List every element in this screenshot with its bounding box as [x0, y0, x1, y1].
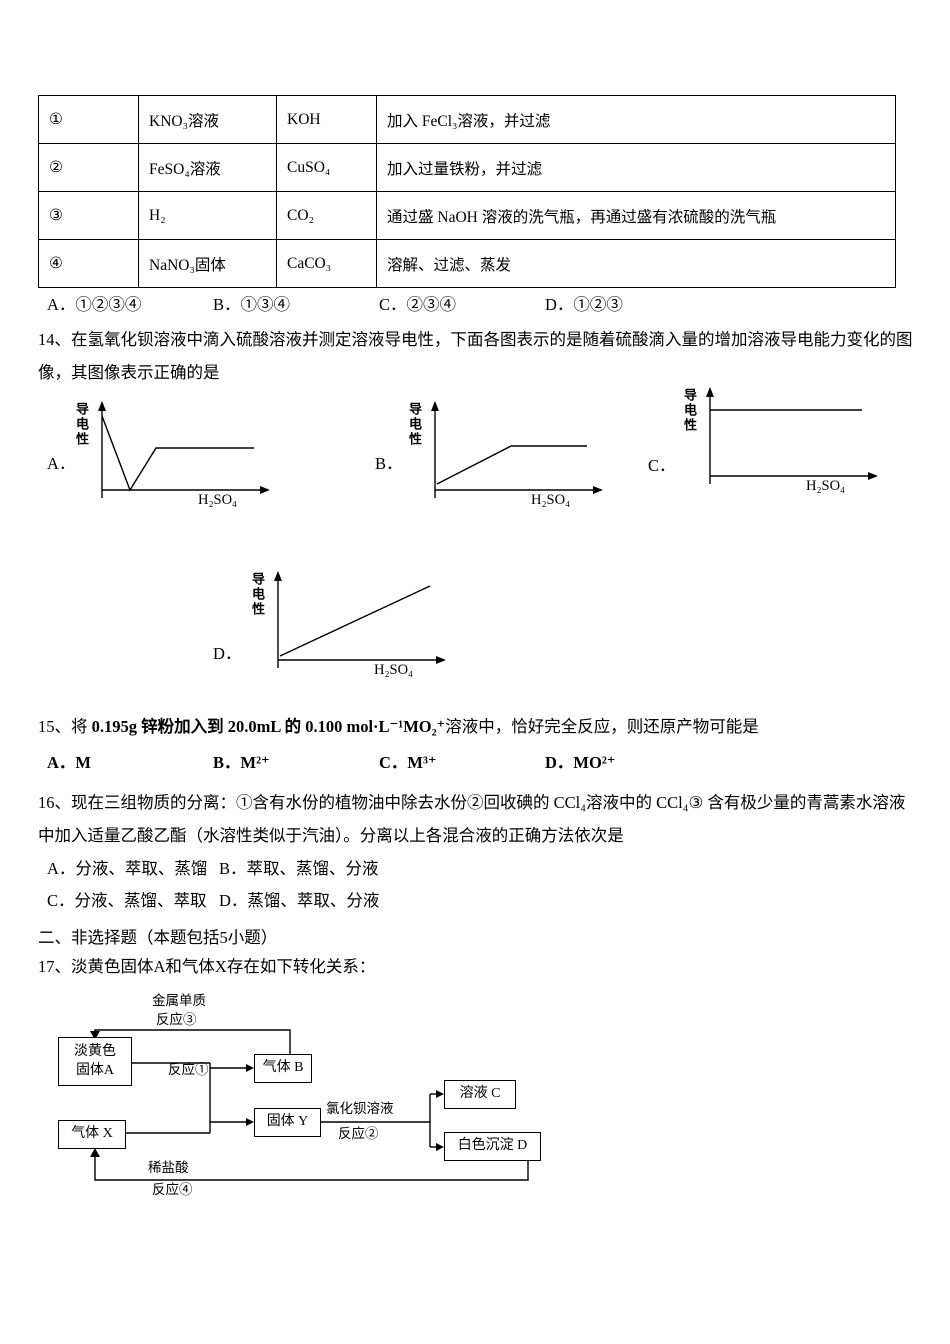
box-solution-c: 溶液 C	[444, 1080, 516, 1109]
cell-substance: FeSO₄溶液	[138, 143, 277, 192]
question-16-text: 16、现在三组物质的分离：①含有水份的植物油中除去水份②回收碘的 CCl₄溶液中…	[38, 793, 906, 845]
flowchart-lines	[90, 1029, 529, 1181]
box-gas-b: 气体 B	[254, 1054, 312, 1083]
graph-a-plot	[98, 401, 270, 498]
cell-method: 加入过量铁粉，并过滤	[376, 143, 896, 192]
cell-impurity: CuSO₄	[276, 143, 377, 192]
cell-number: ④	[38, 239, 139, 288]
cell-method: 溶解、过滤、蒸发	[376, 239, 896, 288]
option-a: A．M	[47, 753, 91, 772]
table-row: ④ NaNO₃固体 CaCO₃ 溶解、过滤、蒸发	[38, 239, 896, 288]
label-reaction-4: 反应④	[152, 1182, 193, 1197]
cell-substance: NaNO₃固体	[138, 239, 277, 288]
label-reaction-2: 反应②	[338, 1126, 379, 1141]
graph-b-plot	[431, 401, 603, 498]
section-2-header: 二、非选择题（本题包括5小题）	[38, 928, 278, 947]
conductivity-graph-d: 导电性 H₂SO₄	[248, 570, 446, 688]
table-row: ③ H₂ CO₂ 通过盛 NaOH 溶液的洗气瓶，再通过盛有浓硫酸的洗气瓶	[38, 191, 896, 240]
graph-a-label: A．	[47, 454, 76, 473]
label-metal-element: 金属单质	[152, 993, 206, 1008]
label-reaction-3: 反应③	[156, 1012, 197, 1027]
option-b: B．M²⁺	[213, 753, 270, 772]
q15-pre: 15、将	[38, 717, 92, 736]
option-d: D．蒸馏、萃取、分液	[219, 891, 380, 910]
question-16-options-row1: A．分液、萃取、蒸馏 B．萃取、蒸馏、分液	[47, 858, 647, 880]
x-axis-label: H₂SO₄	[374, 662, 414, 678]
conductivity-graph-b: 导电性 H₂SO₄	[405, 400, 603, 518]
cell-method: 加入 FeCl₃溶液，并过滤	[376, 95, 896, 144]
cell-number: ③	[38, 191, 139, 240]
x-axis-label: H₂SO₄	[806, 478, 846, 494]
option-c: C．M³⁺	[379, 753, 437, 772]
cell-number: ②	[38, 143, 139, 192]
y-axis-label: 导电性	[682, 388, 697, 433]
table-row: ② FeSO₄溶液 CuSO₄ 加入过量铁粉，并过滤	[38, 143, 896, 192]
x-axis-label: H₂SO₄	[198, 492, 238, 508]
q15-post: 溶液中，恰好完全反应，则还原产物可能是	[445, 717, 759, 736]
graph-d-label: D．	[213, 644, 242, 663]
box-pale-yellow-solid-a: 淡黄色 固体A	[58, 1037, 132, 1086]
option-b: B．萃取、蒸馏、分液	[219, 859, 379, 878]
option-d: D．MO²⁺	[545, 753, 616, 772]
label-dilute-hydrochloric-acid: 稀盐酸	[148, 1160, 189, 1175]
conductivity-graph-a: 导电性 H₂SO₄	[72, 400, 270, 518]
y-axis-label: 导电性	[250, 572, 265, 617]
question-14-text: 14、在氢氧化钡溶液中滴入硫酸溶液并测定溶液导电性，下面各图表示的是随着硫酸滴入…	[38, 330, 913, 382]
cell-substance: KNO₃溶液	[138, 95, 277, 144]
cell-impurity: CO₂	[276, 191, 377, 240]
cell-substance: H₂	[138, 191, 277, 240]
box-gas-x: 气体 X	[58, 1120, 126, 1149]
y-axis-label: 导电性	[74, 402, 89, 447]
box-solid-y: 固体 Y	[254, 1108, 321, 1137]
q14-graphs: A． 导电性 H₂SO₄ B． 导电性	[0, 387, 950, 710]
purification-table: ① KNO₃溶液 KOH 加入 FeCl₃溶液，并过滤 ② FeSO₄溶液 Cu…	[38, 95, 896, 288]
graph-c-plot	[706, 387, 878, 484]
conductivity-graph-c: 导电性 H₂SO₄	[680, 386, 878, 504]
table-row: ① KNO₃溶液 KOH 加入 FeCl₃溶液，并过滤	[38, 95, 896, 144]
label-barium-chloride-solution: 氯化钡溶液	[326, 1101, 394, 1116]
q17-flowchart: 淡黄色 固体A 气体 X 气体 B 固体 Y 溶液 C 白色沉淀 D 金属单质 …	[38, 985, 598, 1225]
table-question-options: A．①②③④ B．①③④ C．②③④ D．①②③	[47, 294, 827, 316]
box-white-precipitate-d: 白色沉淀 D	[444, 1132, 541, 1161]
cell-impurity: CaCO₃	[276, 239, 377, 288]
question-15-text: 15、将 0.195g 锌粉加入到 20.0mL 的 0.100 mol·L⁻¹…	[38, 710, 918, 743]
option-a: A．①②③④	[47, 295, 142, 314]
question-17-text: 17、淡黄色固体A和气体X存在如下转化关系：	[38, 957, 376, 976]
option-c: C．分液、蒸馏、萃取	[47, 891, 207, 910]
cell-number: ①	[38, 95, 139, 144]
graph-b-label: B．	[375, 454, 403, 473]
question-15-options: A．M B．M²⁺ C．M³⁺ D．MO²⁺	[47, 752, 827, 774]
q15-bold: 0.195g 锌粉加入到 20.0mL 的 0.100 mol·L⁻¹MO₂⁺	[91, 717, 446, 736]
x-axis-label: H₂SO₄	[531, 492, 571, 508]
option-a: A．分液、萃取、蒸馏	[47, 859, 208, 878]
question-16-options-row2: C．分液、蒸馏、萃取 D．蒸馏、萃取、分液	[47, 890, 647, 912]
purification-table-wrap: ① KNO₃溶液 KOH 加入 FeCl₃溶液，并过滤 ② FeSO₄溶液 Cu…	[38, 95, 896, 288]
option-b: B．①③④	[213, 295, 291, 314]
y-axis-label: 导电性	[407, 402, 422, 447]
graph-c-label: C．	[648, 456, 676, 475]
cell-method: 通过盛 NaOH 溶液的洗气瓶，再通过盛有浓硫酸的洗气瓶	[376, 191, 896, 240]
graph-d-plot	[274, 571, 446, 668]
label-reaction-1: 反应①	[168, 1062, 209, 1077]
option-c: C．②③④	[379, 295, 457, 314]
cell-impurity: KOH	[276, 95, 377, 144]
option-d: D．①②③	[545, 295, 623, 314]
